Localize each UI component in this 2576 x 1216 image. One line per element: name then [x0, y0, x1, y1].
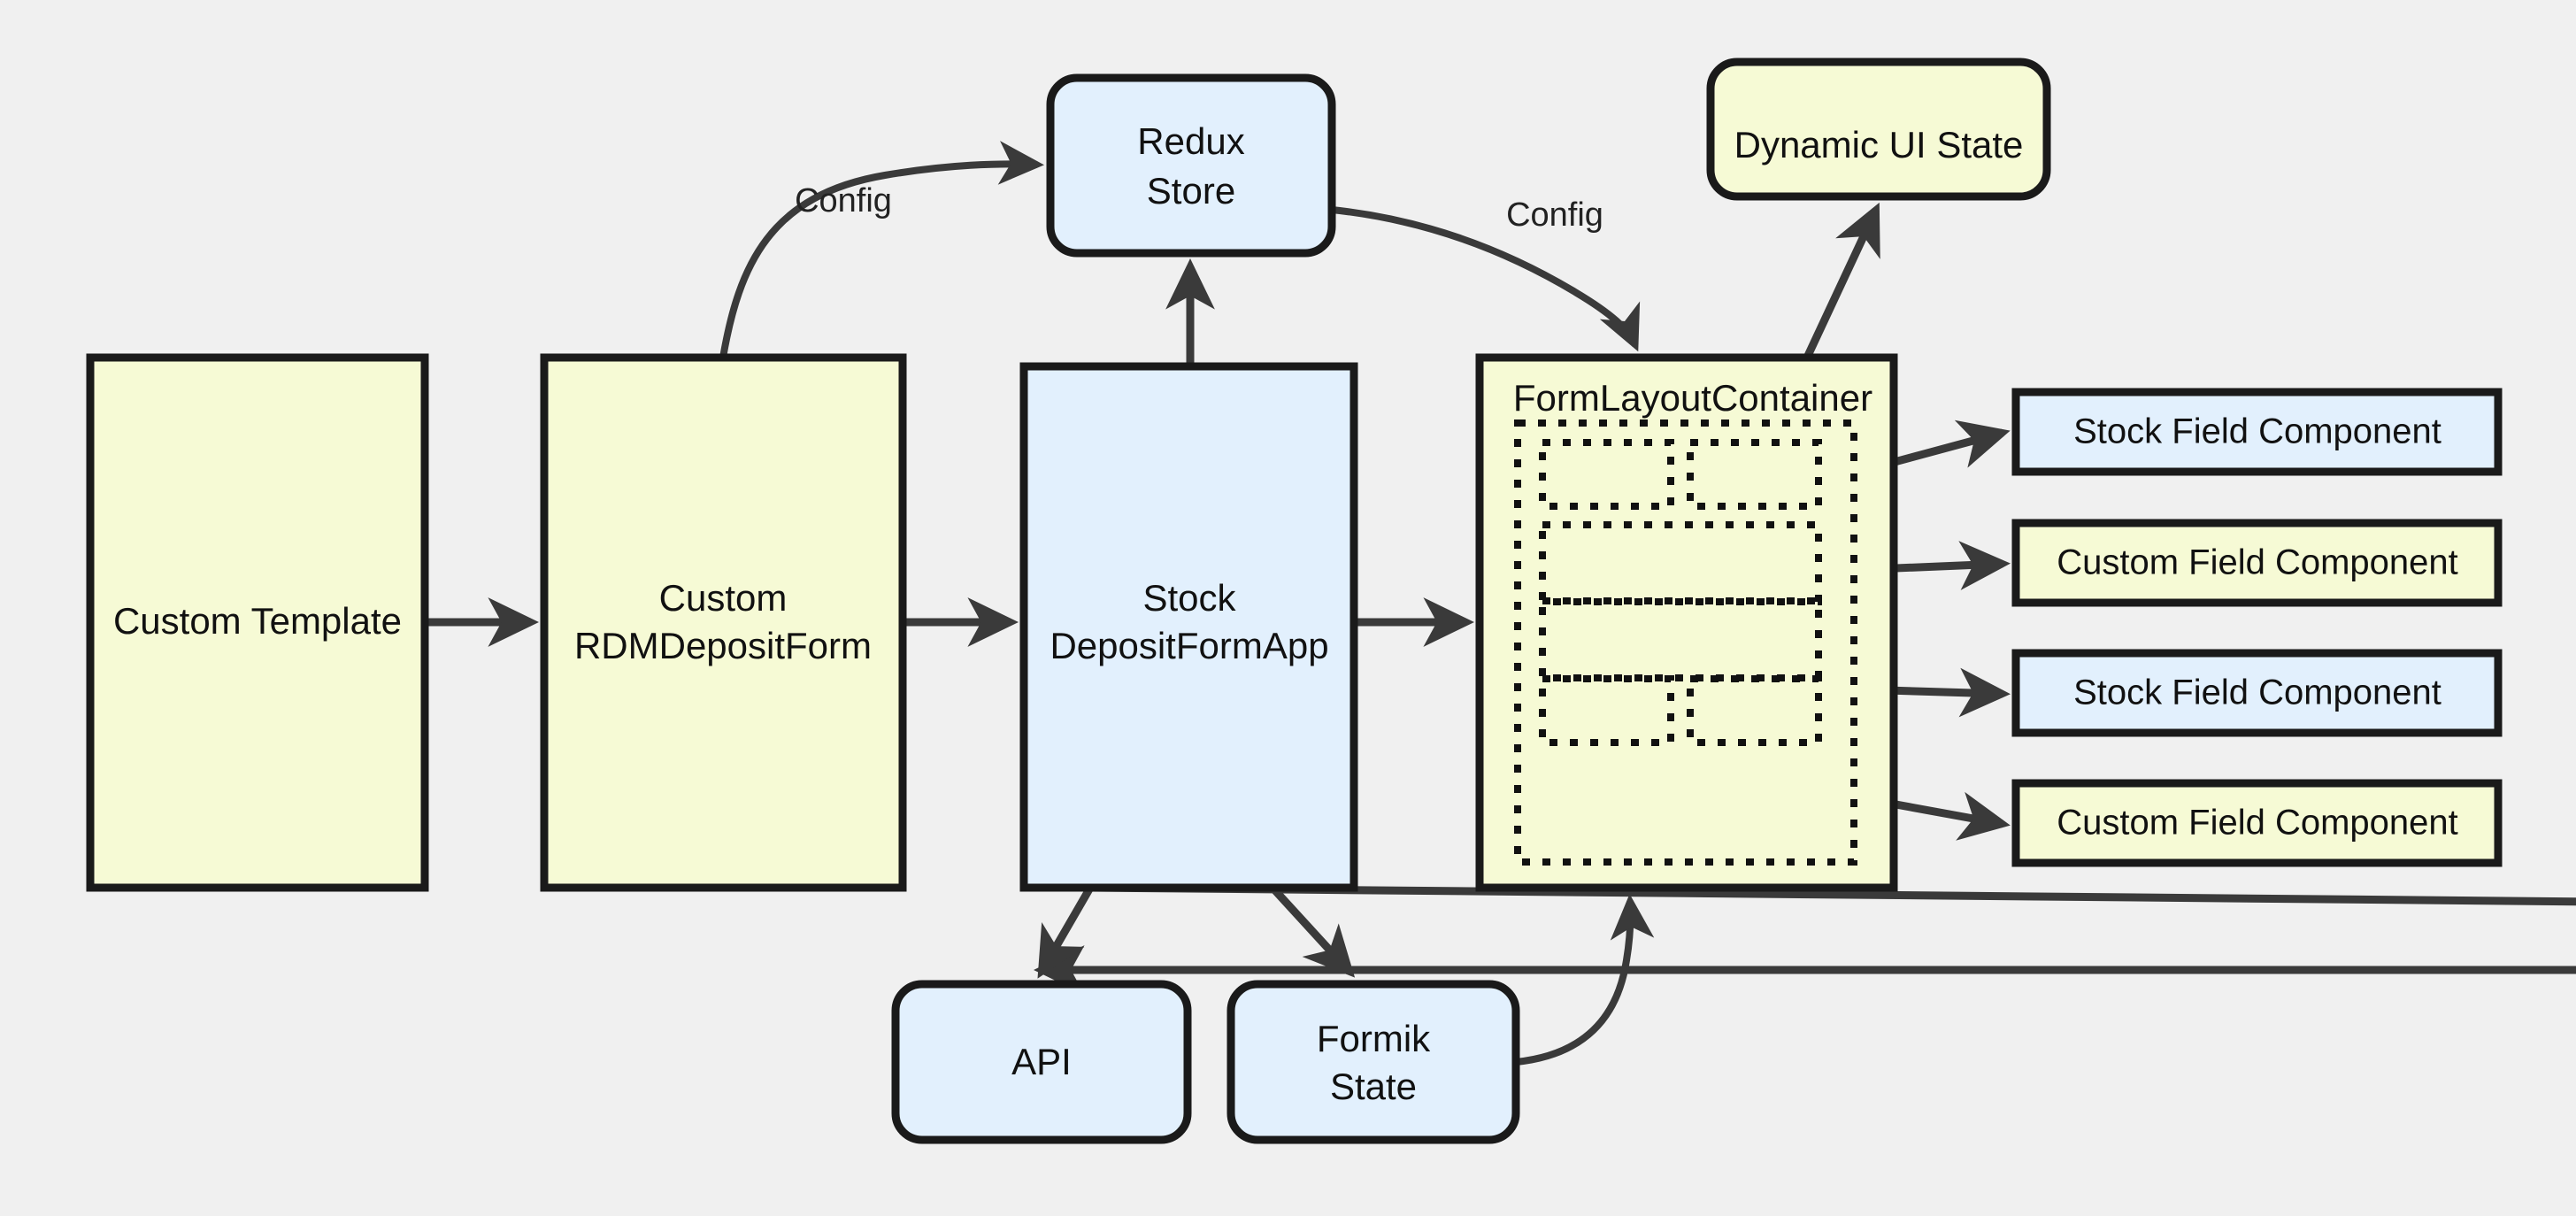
edge-redux-to-formlayout-config — [1331, 206, 1641, 352]
edge-depositformapp-to-api — [1034, 883, 2576, 995]
form-layout-slots — [1514, 419, 1857, 866]
edge-formlayout-to-dynamic-ui-state — [1803, 202, 1880, 359]
stock-depositformapp-label-line-1: Stock — [1142, 577, 1236, 619]
edge-depositformapp-to-formik — [1269, 884, 1356, 978]
edge-formik-to-formlayout — [1515, 894, 1655, 1066]
formik-state-label-line-1: Formik — [1317, 1018, 1431, 1059]
custom-field-component-1-box[interactable] — [2011, 519, 2503, 607]
custom-field-component-2-label: Custom Field Component — [2057, 804, 2458, 843]
custom-field-component-2-box[interactable] — [2011, 779, 2503, 867]
node-custom-field-component-2[interactable]: Custom Field Component — [2011, 779, 2503, 867]
node-stock-field-component-2[interactable]: Stock Field Component — [2011, 649, 2503, 737]
dynamic-ui-state-box[interactable] — [1706, 58, 2051, 201]
node-custom-template[interactable]: Custom Template — [86, 353, 429, 892]
dynamic-ui-state-label: Dynamic UI State — [1734, 124, 2024, 165]
form-layout-slot-row3-cell1 — [1539, 597, 1822, 681]
edge-label-config-left: Config — [795, 182, 892, 219]
node-dynamic-ui-state[interactable]: Dynamic UI State — [1706, 58, 2051, 201]
stock-depositformapp-label-line-2: DepositFormApp — [1050, 625, 1328, 666]
edge-label-config-right: Config — [1506, 196, 1603, 234]
stock-field-component-2-box[interactable] — [2011, 649, 2503, 737]
custom-rdmdepositform-label-line-2: RDMDepositForm — [574, 625, 872, 666]
custom-template-box[interactable] — [86, 353, 429, 892]
api-label: API — [1011, 1041, 1072, 1082]
node-redux-store[interactable]: Redux Store — [1046, 73, 1336, 258]
custom-rdmdepositform-label-line-1: Custom — [659, 577, 788, 619]
stock-field-component-2-label: Stock Field Component — [2073, 673, 2441, 712]
node-custom-field-component-1[interactable]: Custom Field Component — [2011, 519, 2503, 607]
node-formik-state[interactable]: Formik State — [1226, 980, 1520, 1144]
custom-field-component-1-label: Custom Field Component — [2057, 543, 2458, 582]
form-layout-container-box[interactable] — [1475, 353, 1898, 892]
edge-labels-layer: Config Config — [795, 182, 1603, 234]
redux-store-box[interactable] — [1046, 73, 1336, 258]
form-layout-slot-row1-cell2 — [1687, 439, 1822, 510]
node-stock-field-component-1[interactable]: Stock Field Component — [2011, 388, 2503, 476]
redux-store-label-line-1: Redux — [1137, 120, 1244, 162]
custom-template-label: Custom Template — [113, 600, 402, 642]
edge-rdmform-to-redux-config — [719, 141, 1044, 358]
stock-field-component-1-box[interactable] — [2011, 388, 2503, 476]
edge-depositformapp-to-api-line — [1037, 885, 1094, 979]
redux-store-label-line-2: Store — [1147, 170, 1235, 212]
form-layout-slot-row4-cell2 — [1687, 675, 1822, 746]
formik-state-box[interactable] — [1226, 980, 1520, 1144]
form-layout-slot-row2-cell1 — [1539, 521, 1822, 605]
stock-depositformapp-box[interactable] — [1019, 362, 1358, 892]
form-layout-slot-outer — [1514, 419, 1857, 866]
form-layout-slot-row1-cell1 — [1539, 439, 1674, 510]
node-custom-rdmdepositform[interactable]: Custom RDMDepositForm — [540, 353, 907, 892]
api-box[interactable] — [891, 980, 1192, 1144]
form-layout-container-label: FormLayoutContainer — [1513, 377, 1872, 419]
node-form-layout-container[interactable]: FormLayoutContainer — [1475, 353, 1898, 892]
node-stock-depositformapp[interactable]: Stock DepositFormApp — [1019, 362, 1358, 892]
form-layout-slot-row4-cell1 — [1539, 675, 1674, 746]
formik-state-label-line-2: State — [1330, 1066, 1417, 1107]
stock-field-component-1-label: Stock Field Component — [2073, 412, 2441, 451]
custom-rdmdepositform-box[interactable] — [540, 353, 907, 892]
node-api[interactable]: API — [891, 980, 1192, 1144]
